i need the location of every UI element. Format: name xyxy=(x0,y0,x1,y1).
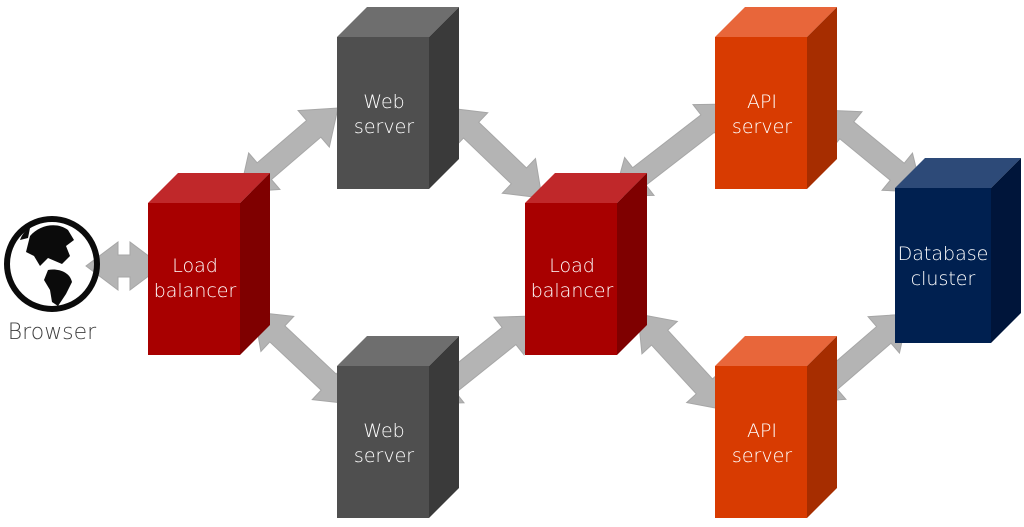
arrow-lb2-api2 xyxy=(637,313,727,411)
web-server-2-box-top xyxy=(337,336,459,366)
web-server-2-box-side xyxy=(429,336,459,518)
api-server-2-box-front xyxy=(715,366,807,518)
load-balancer-2-box-front xyxy=(525,203,617,355)
api-server-2-box-top xyxy=(715,336,837,366)
web-server-1-box-front xyxy=(337,37,429,189)
database-cluster-box-top xyxy=(895,158,1021,188)
api-server-1-box-front xyxy=(715,37,807,189)
database-cluster-box-side xyxy=(991,158,1021,343)
web-server-1-box-side xyxy=(429,7,459,189)
web-server-1-box xyxy=(337,7,459,189)
web-server-1-box-top xyxy=(337,7,459,37)
api-server-1-box-side xyxy=(807,7,837,189)
web-server-2-box xyxy=(337,336,459,518)
load-balancer-1-box-front xyxy=(148,203,240,355)
web-server-2-box-front xyxy=(337,366,429,518)
globe-icon xyxy=(4,216,100,312)
api-server-2-box xyxy=(715,336,837,518)
load-balancer-2-box-side xyxy=(617,173,647,355)
load-balancer-1-box-top xyxy=(148,173,270,203)
api-server-1-box-top xyxy=(715,7,837,37)
api-server-1-box xyxy=(715,7,837,189)
load-balancer-2-box xyxy=(525,173,647,355)
database-cluster-box-front xyxy=(895,188,991,343)
arrow-web1-lb2 xyxy=(447,107,543,199)
server-boxes xyxy=(148,7,1021,518)
load-balancer-1-box-side xyxy=(240,173,270,355)
load-balancer-2-box-top xyxy=(525,173,647,203)
browser-label: Browser xyxy=(7,320,97,345)
api-server-2-box-side xyxy=(807,336,837,518)
database-cluster-box xyxy=(895,158,1021,343)
load-balancer-1-box xyxy=(148,173,270,355)
